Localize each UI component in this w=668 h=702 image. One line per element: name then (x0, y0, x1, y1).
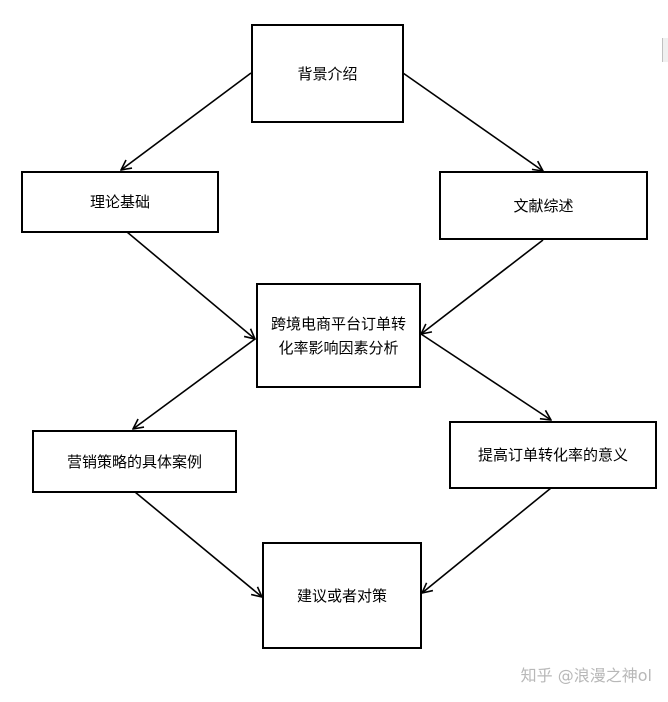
watermark: 知乎 @浪漫之神ol (520, 666, 652, 685)
node-marketing: 营销策略的具体案例 (32, 430, 237, 493)
node-analysis-label: 跨境电商平台订单转化率影响因素分析 (270, 314, 406, 357)
scan-edge-artifact (662, 38, 668, 62)
node-suggestions: 建议或者对策 (262, 542, 422, 649)
node-suggestions-label: 建议或者对策 (296, 586, 387, 605)
arrow-literature-to-analysis (421, 239, 544, 334)
node-background: 背景介绍 (251, 24, 404, 123)
node-background-label: 背景介绍 (297, 64, 358, 83)
node-marketing-label: 营销策略的具体案例 (66, 452, 202, 471)
arrow-analysis-to-marketing (133, 338, 256, 429)
node-theory: 理论基础 (21, 171, 219, 233)
node-literature-label: 文献综述 (513, 196, 574, 215)
arrow-theory-to-analysis (126, 231, 255, 339)
arrow-analysis-to-significance (420, 333, 551, 420)
arrow-significance-to-suggestions (422, 487, 552, 593)
node-significance: 提高订单转化率的意义 (449, 421, 657, 489)
arrow-marketing-to-suggestions (134, 491, 262, 597)
node-theory-label: 理论基础 (89, 193, 150, 211)
node-significance-label: 提高订单转化率的意义 (477, 446, 628, 464)
node-literature: 文献综述 (439, 171, 648, 240)
arrow-background-to-theory (121, 72, 252, 170)
arrow-background-to-literature (402, 72, 543, 171)
node-analysis: 跨境电商平台订单转化率影响因素分析 (256, 283, 421, 388)
